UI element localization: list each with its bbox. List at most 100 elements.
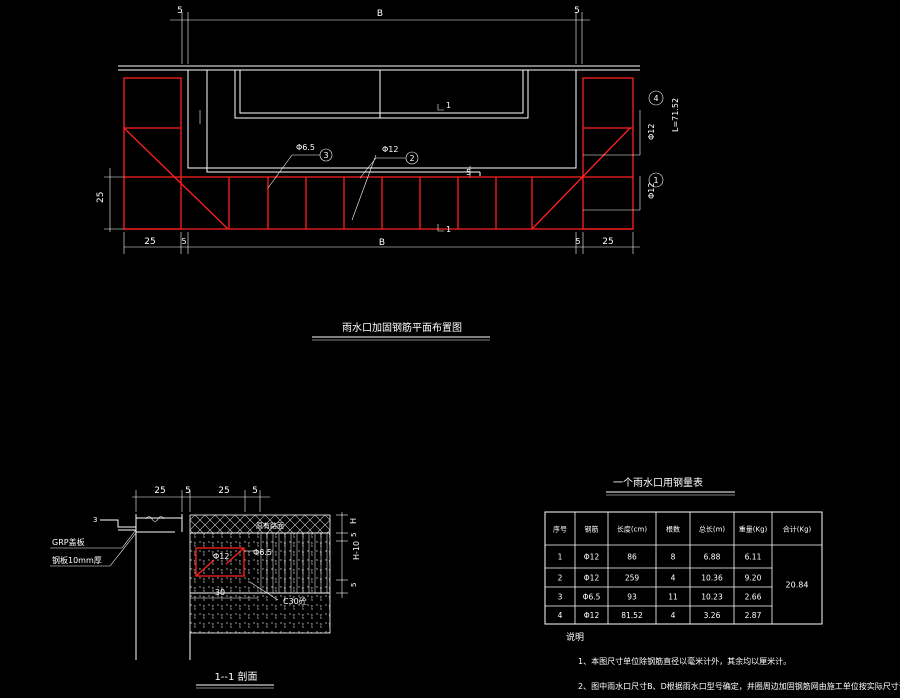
concrete-leader [249,581,279,601]
bar-length-label: L=71.52 [671,98,680,132]
section-width-label: 30 [215,588,225,597]
plan-dim-top-b: B [377,9,383,19]
table-cell: 93 [627,593,637,602]
table-cell: 81.52 [621,611,643,620]
steel-label: 钢板10mm厚 [52,555,102,565]
plan-dim-bottom: 25 5 B 5 25 [123,232,640,254]
marker-2: 2 [409,154,414,163]
bar3-label: Φ12 [647,124,656,140]
marker-4: 4 [653,94,658,103]
table-header-cell: 重量(Kg) [739,526,768,534]
plan-dim-bottom-4: 5 [575,237,580,246]
table-cell: 10.23 [701,593,723,602]
section-dim-top-1: 25 [154,486,165,496]
rebar-hook [225,547,245,565]
marker-1: 1 [653,176,658,185]
table-cell: 11 [668,593,678,602]
marker-1-circle [648,172,664,188]
steel-leader [109,532,137,567]
table-cell: 4 [558,611,563,620]
notes-title: 说明 [566,631,584,643]
grp-label: GRP盖板 [52,537,85,547]
rebar-callouts: Φ6.5 3 Φ12 2 Φ12 L=71.52 4 Φ12 1 [267,90,680,221]
section-title: 1--1 剖面 [214,670,257,683]
table-cell: 86 [627,553,637,562]
table-cell: Φ12 [584,611,600,620]
table-header-cell: 总长(m) [699,525,726,534]
note-1: 1、本图尺寸单位除钢筋直径以毫米计外，其余均以厘米计。 [578,656,791,666]
section-mark-bottom: 1 [446,225,451,234]
table-header-cell: 根数 [666,525,680,534]
table-cell: 2.87 [745,611,762,620]
bar2-label: Φ12 [382,145,398,154]
inlet-lid: 3 [93,514,183,660]
plan-dim-bottom-1: 25 [144,237,155,247]
wall-hatch [258,533,330,593]
table-cell: 4 [671,611,676,620]
plan-dim-bottom-2: 5 [181,237,186,246]
table-cell: Φ6.5 [583,593,601,602]
plan-dim-bottom-3: B [379,238,385,248]
pavement-label: 原有路面 [256,521,284,530]
table-cell: 10.36 [701,574,723,583]
table-cell: 6.88 [704,553,721,562]
table-total-cell: 20.84 [786,581,809,590]
table-cell: Φ12 [584,574,600,583]
table-cell: Φ12 [584,553,600,562]
bar1-label: Φ6.5 [296,143,315,152]
section-dim-top-2: 5 [185,486,191,496]
marker-3: 3 [323,151,328,160]
table-header-cell: 合计(Kg) [783,525,812,534]
plan-dim-left: 25 [96,168,124,232]
table-cell: 259 [625,574,640,583]
section-dim-top-4: 5 [252,486,258,496]
plan-dim-bottom-5: 25 [602,237,613,247]
marker-2-circle [405,151,419,165]
rebar-layout [123,77,634,230]
plan-inner-dim: 5 [466,168,471,177]
section-small-dim: 3 [93,516,97,524]
marker-3-circle [319,148,333,162]
section-mark-top: 1 [446,101,451,110]
rebar-hook [195,559,215,577]
table-header-cell: 序号 [553,525,567,534]
plan-dim-top-right: 5 [574,6,580,16]
notes: 说明 1、本图尺寸单位除钢筋直径以毫米计外，其余均以厘米计。 2、图中雨水口尺寸… [566,631,900,691]
section-dim-top: 25 5 25 5 [132,486,270,512]
inlet-outline: 5 [187,70,577,178]
rebar-cage [195,547,245,577]
table-cell: 8 [671,553,676,562]
table-header-cell: 长度(cm) [617,525,647,534]
table-cell: 6.11 [745,553,762,562]
marker-4-circle [648,90,664,106]
section-cut-marks: 1 1 [437,101,451,234]
section-concrete-label: C30砼 [283,596,307,606]
grp-leader [121,529,137,549]
table-cell: 4 [671,574,676,583]
note-2: 2、图中雨水口尺寸B、D根据雨水口型号确定，井圈周边加固钢筋网由施工单位按实际尺… [578,681,900,691]
plan-title: 雨水口加固钢筋平面布置图 [342,321,462,334]
section-rebar-label: Φ12 [213,552,229,561]
section-dim-top-3: 25 [218,486,229,496]
table-title: 一个雨水口用钢量表 [613,476,703,489]
section-dim-right-3: 5 [350,583,358,587]
table-cell: 3.26 [704,611,721,620]
section-dim-right: H 5 H-10 5 [336,512,361,598]
plan-dim-top-left: 5 [177,6,183,16]
plan-dim-top: 5 B 5 [170,6,590,64]
steel-quantity-table: 一个雨水口用钢量表 序号 钢筋 长度(cm) 根数 总长(m) 重量(Kg) 合计(Kg) 1… [544,476,823,625]
table-header-cell: 钢筋 [585,525,599,534]
section-view: 25 5 25 5 3 原有路面 Φ12 Φ6.5 30 [50,486,361,689]
section-dim-right-1: 5 [350,533,358,537]
table-cell: 9.20 [745,574,762,583]
break-symbol [145,516,165,522]
section-dim-right-2: H-10 [352,541,361,560]
section-dim-right-h: H [349,518,358,524]
plan-view: 5 B 5 5 [96,6,680,341]
table-cell: 2.66 [745,593,762,602]
plan-dim-left-label: 25 [96,192,106,203]
table-cell: 3 [558,593,563,602]
section-rebar2-label: Φ6.5 [253,548,272,557]
